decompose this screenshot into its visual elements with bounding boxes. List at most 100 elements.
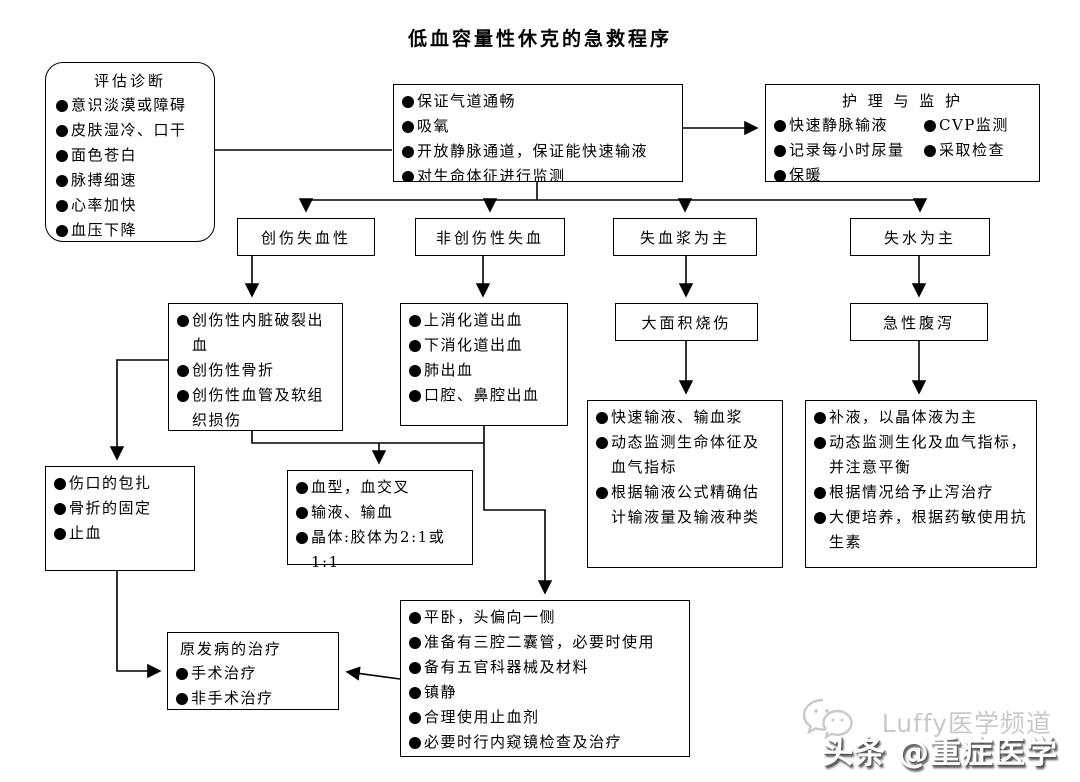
list-item: 保证气道通畅 xyxy=(402,89,674,114)
list-item: 平卧，头偏向一侧 xyxy=(409,605,681,630)
list-item: 镇静 xyxy=(409,680,681,705)
bullet-icon xyxy=(177,365,189,377)
bullet-icon xyxy=(296,532,308,544)
bullet-icon xyxy=(409,737,421,749)
bullet-icon xyxy=(409,390,421,402)
bullet-icon xyxy=(409,687,421,699)
bullet-icon xyxy=(56,125,68,137)
list-item: 大便培养，根据药敏使用抗生素 xyxy=(814,505,1028,555)
bullet-icon xyxy=(409,662,421,674)
bullet-icon xyxy=(924,120,936,132)
list-item: 创伤性骨折 xyxy=(177,358,334,383)
list-item: 血型，血交叉 xyxy=(296,475,464,500)
connector-trauma-junction xyxy=(251,431,484,444)
assess-title: 评估诊断 xyxy=(93,72,166,90)
list-item: 晶体:胶体为2:1或1:1 xyxy=(296,525,464,575)
list-item: 快速输液、输血浆 xyxy=(596,405,774,430)
diarrhea-treatment-box: 补液，以晶体液为主 动态监测生化及血气指标，并注意平衡 根据情况给予止泻治疗 大… xyxy=(805,400,1037,568)
list-item: 对生命体征进行监测 xyxy=(402,164,674,181)
list-item: 面色苍白 xyxy=(56,143,204,168)
bullet-icon xyxy=(56,175,68,187)
airway-box: 保证气道通畅 吸氧 开放静脉通道，保证能快速输液 对生命体征进行监测 xyxy=(393,84,683,182)
category-plasma-box: 失血浆为主 xyxy=(613,218,757,256)
list-item: 动态监测生命体征及血气指标 xyxy=(596,430,774,480)
bullet-icon xyxy=(814,437,826,449)
bullet-icon xyxy=(176,693,188,705)
nontrauma-detail-box: 上消化道出血 下消化道出血 肺出血 口腔、鼻腔出血 xyxy=(400,303,568,426)
wechat-icon xyxy=(802,698,853,740)
supine-care-box: 平卧，头偏向一侧 准备有三腔二囊管，必要时使用 备有五官科器械及材料 镇静 合理… xyxy=(400,600,690,757)
list-item: 血压下降 xyxy=(56,218,204,243)
bullet-icon xyxy=(774,145,786,157)
list-item: 采取检查 xyxy=(924,138,1031,163)
bullet-icon xyxy=(56,225,68,237)
trauma-detail-box: 创伤性内脏破裂出血 创伤性骨折 创伤性血管及软组织损伤 xyxy=(168,303,343,431)
bullet-icon xyxy=(402,96,414,108)
list-item: 止血 xyxy=(54,521,186,546)
bullet-icon xyxy=(177,315,189,327)
bullet-icon xyxy=(54,478,66,490)
bullet-icon xyxy=(409,637,421,649)
subcategory-diarrhea-box: 急性腹泻 xyxy=(850,303,988,341)
blood-prep-box: 血型，血交叉 输液、输血 晶体:胶体为2:1或1:1 xyxy=(287,470,473,571)
category-water-box: 失水为主 xyxy=(850,218,990,256)
bullet-icon xyxy=(296,482,308,494)
bullet-icon xyxy=(296,507,308,519)
list-item: 非手术治疗 xyxy=(176,686,330,711)
list-item: 根据情况给予止泻治疗 xyxy=(814,480,1028,505)
bullet-icon xyxy=(402,171,414,181)
watermark-channel: Luffy医学频道 xyxy=(881,709,1052,738)
list-item: 心率加快 xyxy=(56,193,204,218)
list-item: 骨折的固定 xyxy=(54,496,186,521)
list-item: 创伤性内脏破裂出血 xyxy=(177,308,334,358)
bullet-icon xyxy=(596,412,608,424)
list-item: 意识淡漠或障碍 xyxy=(56,93,204,118)
list-item: 开放静脉通道，保证能快速输液 xyxy=(402,139,674,164)
list-item: 伤口的包扎 xyxy=(54,471,186,496)
list-item: 合理使用止血剂 xyxy=(409,705,681,730)
bullet-icon xyxy=(409,340,421,352)
list-item: 必要时行内窥镜检查及治疗 xyxy=(409,730,681,755)
burn-treatment-box: 快速输液、输血浆 动态监测生命体征及血气指标 根据输液公式精确估计输液量及输液种… xyxy=(587,400,783,568)
list-item: 口腔、鼻腔出血 xyxy=(409,383,559,408)
list-item: 输液、输血 xyxy=(296,500,464,525)
list-item: CVP监测 xyxy=(924,113,1031,138)
primary-disease-box: 原发病的治疗 手术治疗 非手术治疗 xyxy=(167,632,339,710)
wound-care-box: 伤口的包扎 骨折的固定 止血 xyxy=(45,466,195,571)
nursing-title: 护 理 与 监 护 xyxy=(841,92,964,110)
connector-wound-primary xyxy=(116,571,162,679)
list-item: 创伤性血管及软组织损伤 xyxy=(177,383,334,430)
list-item: 手术治疗 xyxy=(176,661,330,686)
list-item: 备有五官科器械及材料 xyxy=(409,655,681,680)
connector-supine-primary xyxy=(345,666,401,681)
category-trauma-box: 创伤失血性 xyxy=(237,218,375,256)
list-item: 动态监测生化及血气指标，并注意平衡 xyxy=(814,430,1028,480)
connector-nontrauma-supine xyxy=(483,426,553,595)
page-title: 低血容量性休克的急救程序 xyxy=(407,28,672,50)
list-item: 补液，以晶体液为主 xyxy=(814,405,1028,430)
bullet-icon xyxy=(814,412,826,424)
list-item: 保暖 xyxy=(774,163,924,181)
list-item: 皮肤湿冷、口干 xyxy=(56,118,204,143)
bullet-icon xyxy=(409,612,421,624)
bullet-icon xyxy=(814,512,826,524)
bullet-icon xyxy=(409,712,421,724)
bullet-icon xyxy=(596,437,608,449)
bullet-icon xyxy=(56,200,68,212)
bullet-icon xyxy=(774,170,786,181)
bullet-icon xyxy=(402,121,414,133)
list-item: 吸氧 xyxy=(402,114,674,139)
bullet-icon xyxy=(774,120,786,132)
list-item: 快速静脉输液 xyxy=(774,113,924,138)
watermark-brand: 头条 @重症医学 xyxy=(822,735,1058,771)
list-item: 上消化道出血 xyxy=(409,308,559,333)
bullet-icon xyxy=(56,150,68,162)
bullet-icon xyxy=(924,145,936,157)
bullet-icon xyxy=(54,503,66,515)
primary-disease-title: 原发病的治疗 xyxy=(180,640,283,658)
bullet-icon xyxy=(814,487,826,499)
bullet-icon xyxy=(409,315,421,327)
list-item: 下消化道出血 xyxy=(409,333,559,358)
category-nontrauma-box: 非创伤性失血 xyxy=(415,218,565,256)
